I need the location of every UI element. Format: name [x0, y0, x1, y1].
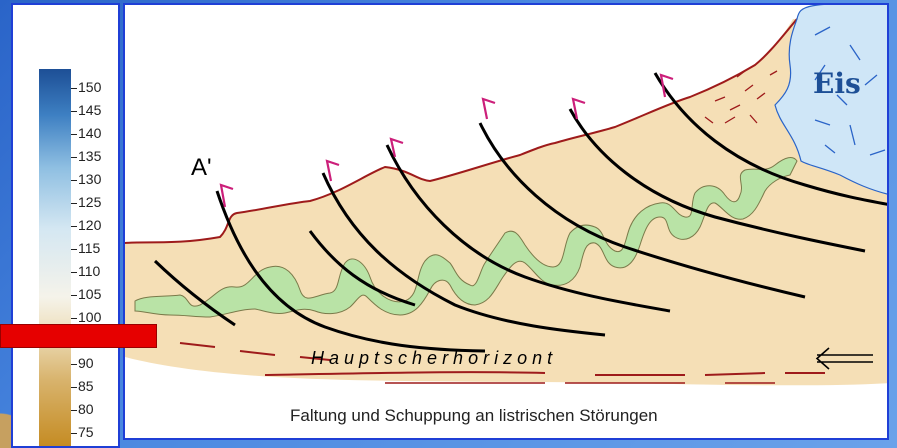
tick-label: 85 — [71, 379, 94, 393]
tick-label: 115 — [71, 241, 100, 255]
colorbar-gradient — [39, 69, 71, 448]
tick-label: 130 — [71, 172, 101, 186]
tick-label: 150 — [71, 80, 101, 94]
tick-label: 90 — [71, 356, 94, 370]
tick-label: 110 — [71, 264, 100, 278]
tick-label: 100 — [71, 310, 101, 324]
ice-label: Eis — [813, 67, 861, 100]
thrust-arrow — [483, 99, 495, 119]
diagram-panel: A' Eis H a u p t s c h e r h o r i z o n… — [123, 3, 889, 440]
tick-label: 120 — [71, 218, 101, 232]
colorbar-legend: 150 145 140 135 130 125 120 115 110 105 … — [11, 3, 120, 448]
tick-label: 75 — [71, 425, 94, 439]
caption: Faltung und Schuppung an listrischen Stö… — [290, 406, 658, 425]
tick-label: 105 — [71, 287, 101, 301]
cross-section-svg: A' Eis H a u p t s c h e r h o r i z o n… — [125, 5, 889, 440]
tick-label: 125 — [71, 195, 101, 209]
tick-label: 135 — [71, 149, 101, 163]
tick-label: 145 — [71, 103, 101, 117]
horizon-label: H a u p t s c h e r h o r i z o n t — [311, 348, 553, 368]
thrust-arrow — [327, 161, 339, 181]
sediment-body — [125, 19, 889, 385]
tick-label: 80 — [71, 402, 94, 416]
point-label: A' — [191, 154, 212, 181]
tick-label: 140 — [71, 126, 101, 140]
red-marker — [0, 324, 157, 348]
